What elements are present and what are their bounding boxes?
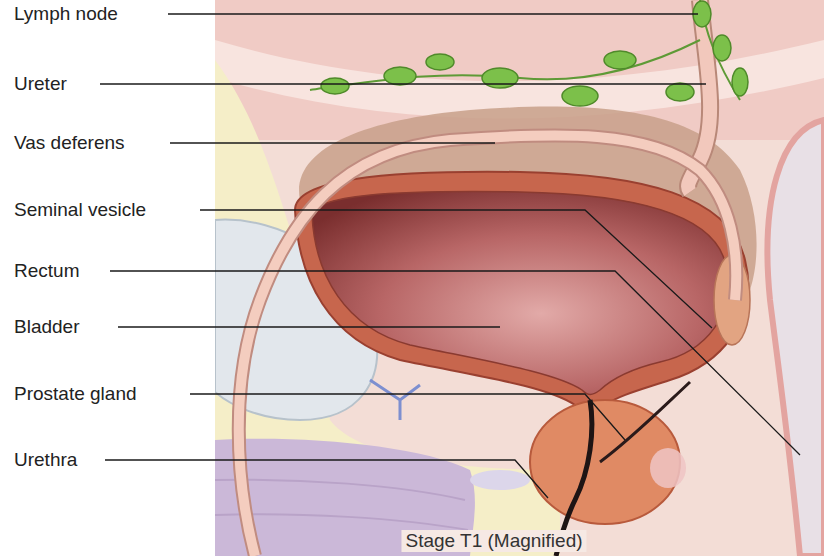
caption: Stage T1 (Magnified) [401, 530, 586, 552]
ejaculatory-duct [600, 382, 690, 462]
lymph-node-shape [732, 68, 748, 96]
lymph-node-shape [604, 51, 636, 69]
lymph-node-shape [666, 83, 694, 101]
vas-outline [239, 135, 736, 556]
lymph-node-shape [426, 54, 454, 70]
part-label: Bladder [14, 316, 80, 338]
leader-line [168, 13, 698, 14]
lymph-nodes [321, 1, 748, 106]
lymph-node-shape [482, 68, 518, 88]
leader-line [110, 271, 800, 455]
part-label: Lymph node [14, 3, 118, 25]
part-label: Rectum [14, 260, 79, 282]
part-label: Ureter [14, 73, 67, 95]
part-label: Urethra [14, 449, 77, 471]
bladder-lumen [312, 192, 728, 395]
leader-line [100, 83, 706, 84]
part-label: Vas deferens [14, 132, 125, 154]
leader-line [170, 142, 495, 143]
lymph-node-shape [713, 35, 731, 61]
lymph-node-shape [384, 67, 416, 85]
leader-lines [100, 14, 800, 498]
peritoneum-layer [215, 40, 824, 119]
leader-line [190, 394, 625, 440]
lymph-node-shape [562, 86, 598, 106]
bladder-wall [295, 172, 748, 413]
leader-line [118, 326, 500, 327]
lymph-vessel [310, 0, 740, 100]
vas-deferens-tube [239, 135, 736, 556]
part-label: Prostate gland [14, 383, 137, 405]
leader-line [200, 210, 712, 328]
part-label: Seminal vesicle [14, 199, 146, 221]
blood-vessel [370, 380, 420, 420]
lymph-node-shape [321, 78, 349, 94]
leader-line [105, 460, 548, 498]
tissue-patch [470, 470, 530, 490]
tumor-spot [650, 448, 686, 488]
rectum-wall [767, 120, 824, 556]
